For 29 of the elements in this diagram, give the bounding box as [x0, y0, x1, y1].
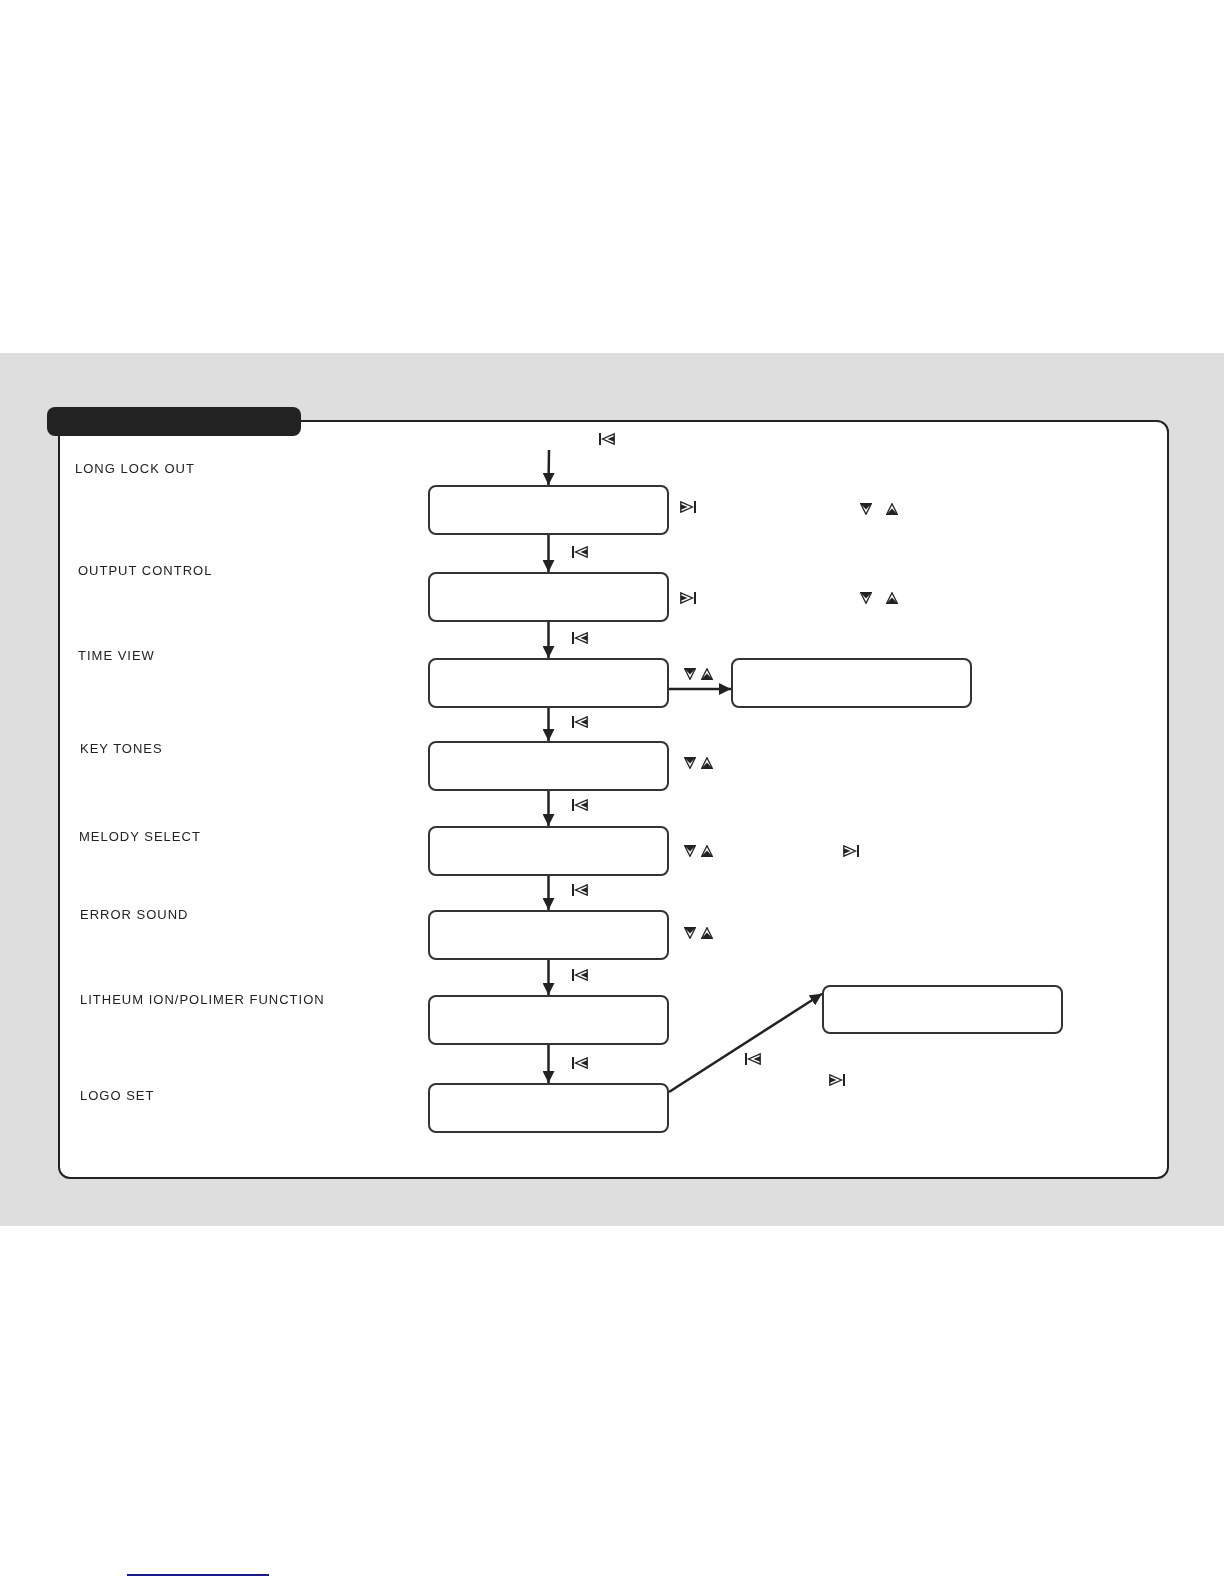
display-box — [428, 995, 669, 1045]
display-box — [428, 1083, 669, 1133]
setting-label: LONG LOCK OUT — [75, 461, 195, 477]
display-box — [428, 741, 669, 791]
setting-label: KEY TONES — [80, 741, 163, 757]
arrow — [542, 960, 555, 995]
setting-label: TIME VIEW — [78, 648, 155, 664]
display-box — [428, 658, 669, 708]
setting-label: ERROR SOUND — [80, 907, 189, 923]
setting-label: MELODY SELECT — [79, 829, 201, 845]
display-box — [428, 910, 669, 960]
display-box — [428, 485, 669, 535]
arrow — [542, 535, 555, 572]
display-box — [731, 658, 972, 708]
arrow — [669, 683, 731, 695]
setting-label: LOGO SET — [80, 1088, 155, 1104]
setting-label: LITHEUM ION/POLIMER FUNCTION — [80, 992, 325, 1008]
arrow — [542, 622, 555, 658]
title-tab — [47, 407, 301, 436]
display-box — [428, 572, 669, 622]
arrow — [542, 876, 555, 910]
arrow — [542, 450, 555, 485]
display-box — [428, 826, 669, 876]
display-box — [822, 985, 1063, 1034]
arrow — [542, 791, 555, 826]
arrow — [542, 708, 555, 741]
arrow — [668, 992, 823, 1094]
setting-label: OUTPUT CONTROL — [78, 563, 213, 579]
arrow — [542, 1045, 555, 1083]
